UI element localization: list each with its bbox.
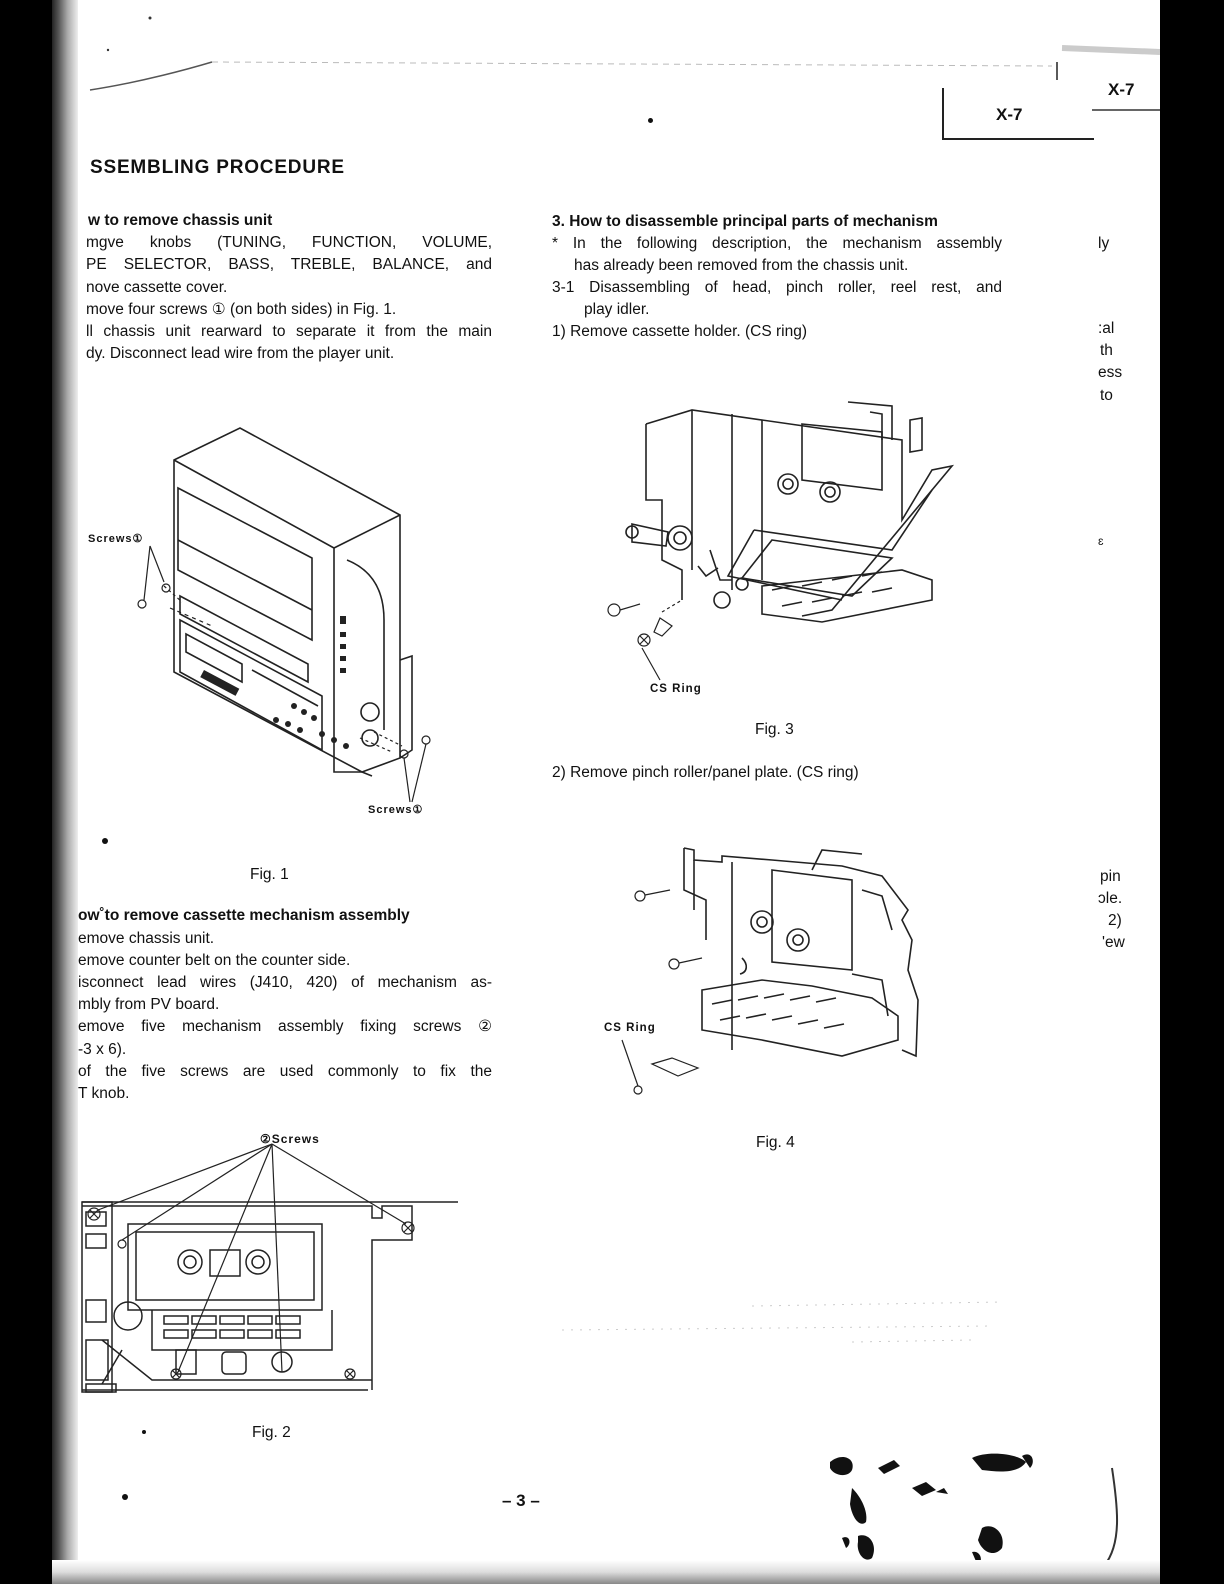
section1-line: ll chassis unit rearward to separate it … — [86, 323, 492, 340]
scan-dark-edge-right — [1160, 0, 1224, 1584]
section2-line: -3 x 6). — [78, 1041, 127, 1058]
section1-line: mɡve knobs (TUNING, FUNCTION, VOLUME, — [86, 234, 492, 251]
section2-line: emove counter belt on the counter side. — [78, 952, 351, 969]
section2-line: emove five mechanism assembly fixing scr… — [78, 1018, 492, 1035]
header-code-right: X-7 — [1108, 80, 1135, 99]
ink-speck — [102, 838, 108, 844]
scan-dark-edge-left — [0, 0, 52, 1584]
figure-1-caption: Fig. 1 — [250, 866, 289, 883]
figure-4-caption: Fig. 4 — [756, 1134, 795, 1151]
scan-shadow-left — [52, 0, 78, 1584]
figure-2-caption: Fig. 2 — [252, 1424, 291, 1441]
page-number: – 3 – — [502, 1491, 540, 1510]
edge-fragment: :al — [1098, 320, 1115, 337]
figure-1-screws-label-bottom: Screws① — [368, 804, 424, 816]
edge-fragment: ɛ — [1098, 534, 1104, 548]
ink-blotches — [830, 1453, 1160, 1577]
figure-3-caption: Fig. 3 — [755, 721, 794, 738]
step-1: 1) Remove cassette holder. (CS ring) — [552, 323, 807, 340]
subsection-3-1-line-2: play idler. — [584, 301, 650, 318]
figure-4-drawing — [621, 847, 919, 1095]
section1-line: move four screws ① (on both sides) in Fi… — [86, 301, 397, 318]
note-line-2: has already been removed from the chassi… — [574, 257, 909, 274]
edge-fragment: 'ew — [1102, 934, 1125, 951]
figure-4-cs-ring-label: CS Ring — [604, 1022, 656, 1034]
section1-line: nove cassette cover. — [86, 279, 228, 296]
header-rules — [89, 16, 1160, 111]
edge-fragment: ess — [1098, 364, 1123, 381]
figure-2-drawing — [81, 1143, 458, 1393]
edge-fragment: pin — [1100, 868, 1121, 885]
section2-line: of the five screws are used commonly to … — [78, 1063, 492, 1080]
section2-line: isconnect lead wires (J410, 420) of mech… — [78, 974, 492, 991]
figure-1-screws-label-top: Screws① — [88, 533, 144, 545]
ink-speck — [142, 1430, 146, 1434]
edge-fragment: ɔle. — [1098, 890, 1123, 907]
edge-fragment: th — [1100, 342, 1113, 359]
section1-heading: w to remove chassis unit — [88, 212, 273, 229]
section1-line: dy. Disconnect lead wire from the player… — [86, 345, 395, 362]
figure-1-drawing — [137, 427, 431, 803]
figure-3-drawing — [607, 401, 955, 681]
section2-heading: ow˚to remove cassette mechanism assembly — [78, 907, 410, 924]
figure-2-screws-label: ②Screws — [260, 1132, 320, 1146]
ink-speck — [648, 118, 653, 123]
section2-line: T knob. — [78, 1085, 130, 1102]
edge-fragment: 2) — [1108, 912, 1122, 929]
section1-line: PE SELECTOR, BASS, TREBLE, BALANCE, and — [86, 256, 492, 273]
header-code-box: X-7 — [942, 88, 1094, 140]
scan-shadow-bottom — [52, 1560, 1160, 1584]
edge-fragment: to — [1100, 387, 1113, 404]
section2-line: mbly from PV board. — [78, 996, 220, 1013]
edge-fragment: ly — [1098, 235, 1110, 252]
step-2: 2) Remove pinch roller/panel plate. (CS … — [552, 764, 859, 781]
scan-noise — [561, 1301, 1003, 1343]
ink-speck — [122, 1494, 128, 1500]
manual-page: X-7 X-7 SSEMBLING PROCEDURE w to remove … — [52, 0, 1160, 1584]
header-code-box-text: X-7 — [996, 105, 1023, 124]
note-line-1: * In the following description, the mech… — [552, 235, 1002, 252]
section3-heading: 3. How to disassemble principal parts of… — [552, 213, 938, 230]
subsection-3-1-line-1: 3-1 Disassembling of head, pinch roller,… — [552, 279, 1002, 296]
section2-line: emove chassis unit. — [78, 930, 215, 947]
page-title: SSEMBLING PROCEDURE — [90, 157, 345, 178]
figure-3-cs-ring-label: CS Ring — [650, 683, 702, 695]
